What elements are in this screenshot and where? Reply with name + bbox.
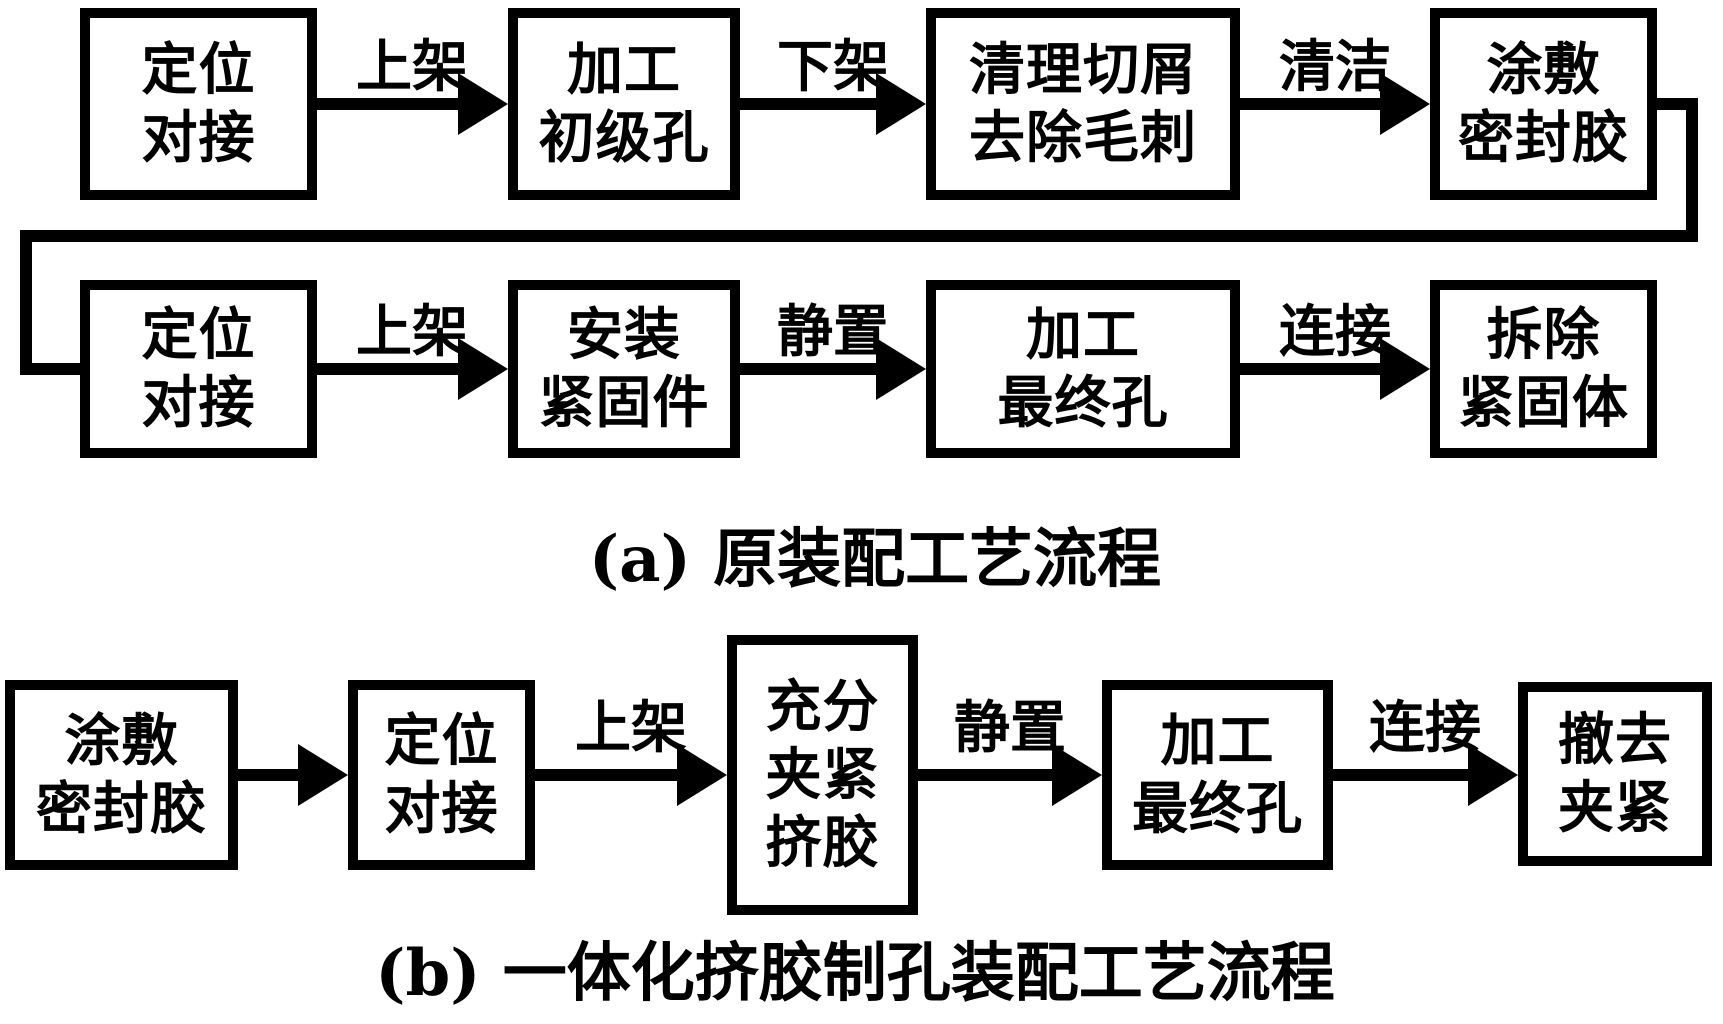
arrow-line [1240, 363, 1380, 375]
wrap-connector-segment [20, 363, 80, 375]
box-label: 安装 紧固件 [538, 301, 710, 436]
box-label: 拆除 紧固体 [1458, 301, 1629, 436]
box-clamp-extrude-sealant: 充分 夹紧 挤胶 [727, 635, 918, 915]
arrow-label: 下架 [777, 34, 889, 100]
arrow-line [238, 769, 298, 781]
arrow-line [535, 769, 677, 781]
box-label: 定位 对接 [141, 36, 256, 171]
box-apply-sealant-b: 涂敷 密封胶 [5, 680, 238, 870]
caption-a: (a) 原装配工艺流程 [588, 522, 1162, 597]
arrow-label: 静置 [777, 299, 889, 365]
arrow-head-icon [298, 744, 348, 806]
arrow-line [317, 363, 458, 375]
arrow-head-icon [1380, 338, 1430, 400]
arrow-line [740, 98, 876, 110]
arrow-head-icon [677, 744, 727, 806]
box-positioning-docking-a2: 定位 对接 [80, 280, 317, 458]
arrow-head-icon [1052, 744, 1102, 806]
box-apply-sealant-a: 涂敷 密封胶 [1430, 8, 1657, 200]
box-label: 充分 夹紧 挤胶 [765, 673, 880, 877]
arrow-label: 连接 [1279, 299, 1391, 365]
arrow-head-icon [876, 338, 926, 400]
box-drill-final-holes-a: 加工 最终孔 [926, 280, 1240, 458]
box-remove-clamps: 撤去 夹紧 [1518, 682, 1712, 866]
arrow-label: 连接 [1369, 695, 1481, 761]
caption-b: (b) 一体化挤胶制孔装配工艺流程 [375, 936, 1335, 1011]
arrow-head-icon [1380, 73, 1430, 135]
box-drill-initial-holes: 加工 初级孔 [508, 8, 740, 200]
box-label: 涂敷 密封胶 [36, 707, 207, 842]
box-label: 撤去 夹紧 [1558, 706, 1672, 841]
arrow-label: 上架 [356, 299, 468, 365]
wrap-connector-segment [1686, 98, 1698, 242]
box-positioning-docking-b: 定位 对接 [348, 680, 535, 870]
box-label: 定位 对接 [141, 301, 256, 436]
box-label: 涂敷 密封胶 [1458, 36, 1629, 171]
box-install-fasteners: 安装 紧固件 [508, 280, 740, 458]
arrow-label: 静置 [954, 695, 1066, 761]
box-label: 加工 最终孔 [997, 301, 1169, 436]
arrow-label: 上架 [575, 695, 687, 761]
arrow-line [918, 769, 1052, 781]
wrap-connector-segment [20, 230, 1698, 242]
box-label: 加工 初级孔 [538, 36, 710, 171]
arrow-head-icon [1468, 744, 1518, 806]
box-drill-final-holes-b: 加工 最终孔 [1102, 680, 1333, 870]
arrow-label: 清洁 [1279, 34, 1391, 100]
arrow-head-icon [876, 73, 926, 135]
box-label: 定位 对接 [384, 707, 499, 842]
arrow-line [1240, 98, 1380, 110]
wrap-connector-segment [20, 230, 32, 375]
arrow-line [317, 98, 458, 110]
arrow-line [1333, 769, 1468, 781]
box-remove-fasteners: 拆除 紧固体 [1430, 280, 1657, 458]
arrow-head-icon [458, 338, 508, 400]
box-clean-chips-deburr: 清理切屑 去除毛刺 [926, 8, 1240, 200]
box-label: 加工 最终孔 [1132, 707, 1303, 842]
arrow-label: 上架 [356, 34, 468, 100]
arrow-head-icon [458, 73, 508, 135]
arrow-line [740, 363, 876, 375]
box-label: 清理切屑 去除毛刺 [969, 36, 1197, 171]
box-positioning-docking-a1: 定位 对接 [80, 8, 317, 200]
